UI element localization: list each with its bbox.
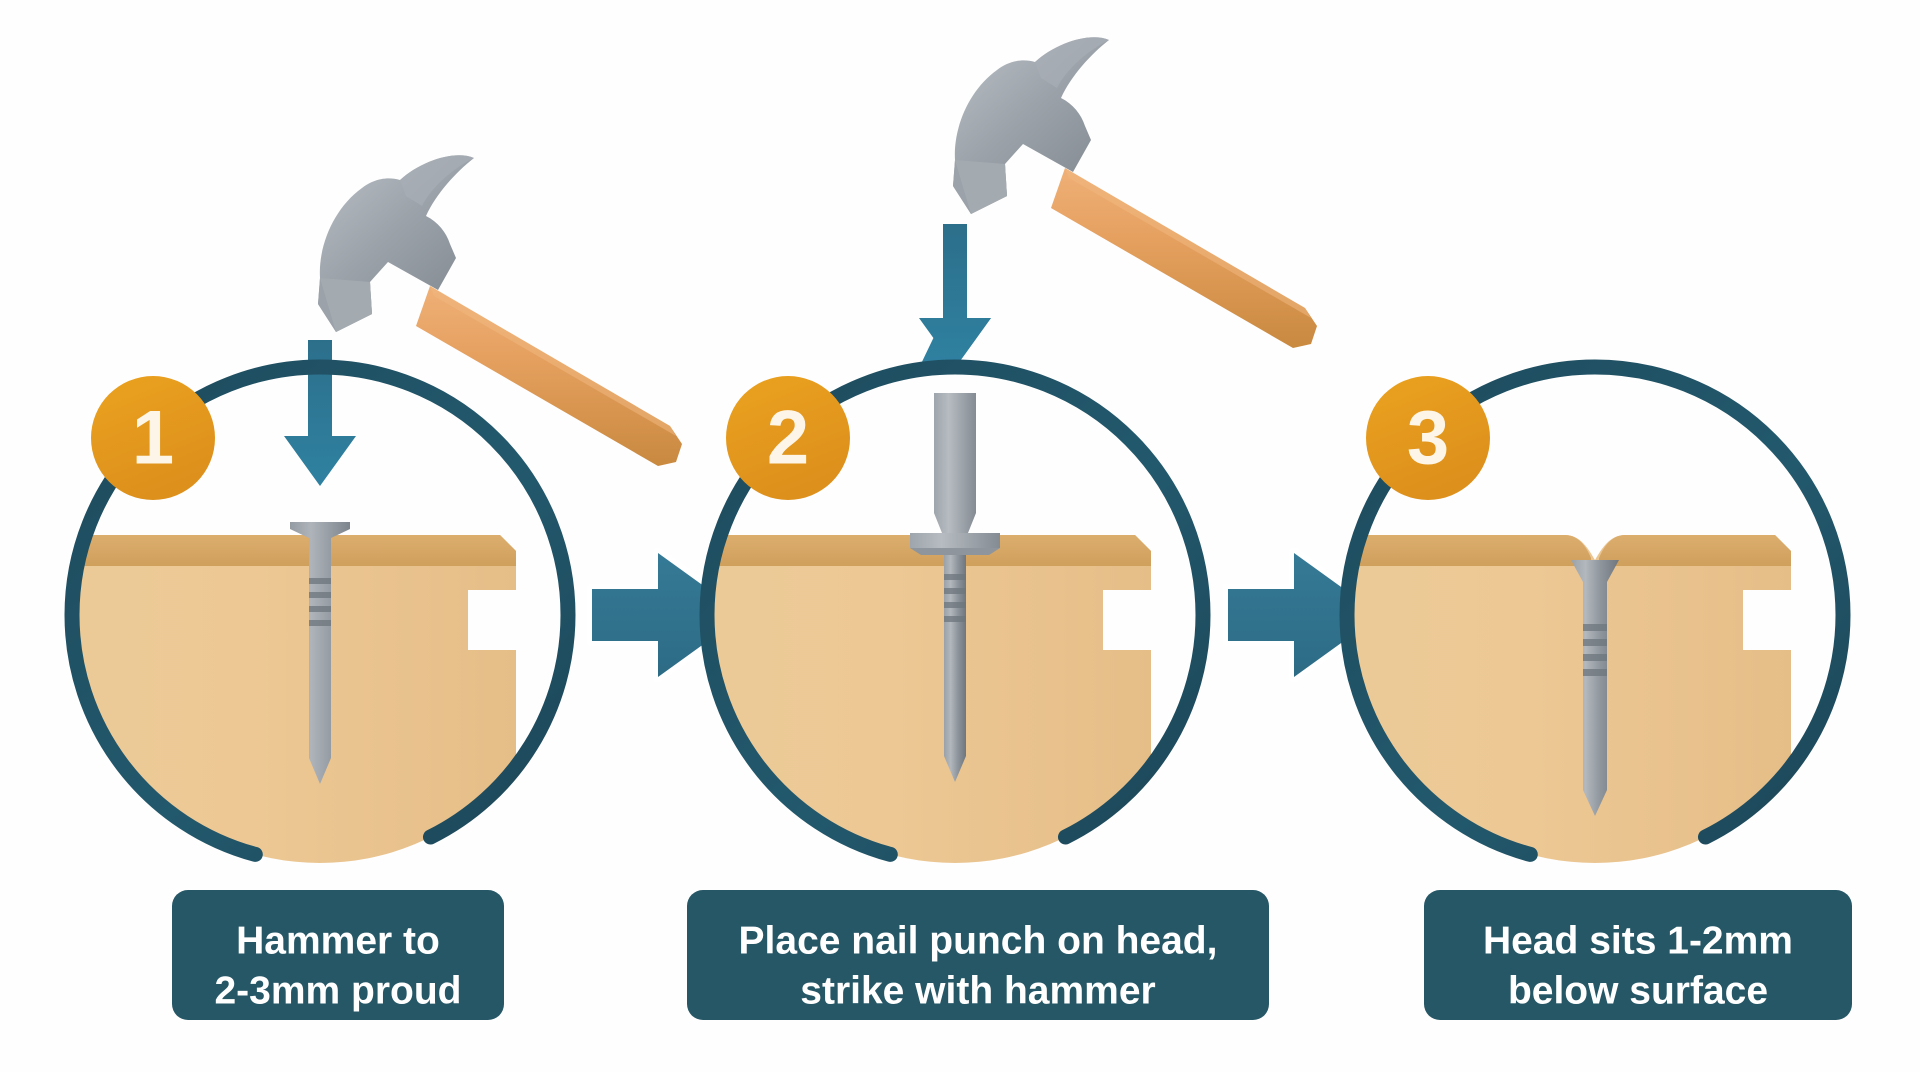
nail-3 — [1571, 560, 1619, 816]
step-2-group: 2 Place nail punch on head, strike with … — [687, 37, 1317, 1020]
nail-punch-icon-2 — [910, 393, 1000, 555]
impact-arrow-2 — [919, 224, 991, 368]
caption-line-3a: Head sits 1-2mm — [1483, 920, 1793, 963]
step-caption-3: Head sits 1-2mm below surface — [1424, 890, 1852, 1020]
wood-block-3 — [1347, 535, 1791, 863]
caption-line-3b: below surface — [1508, 970, 1768, 1013]
step-ring-1 — [64, 359, 576, 871]
wood-block-1 — [72, 535, 516, 863]
step-number-1: 1 — [132, 396, 174, 481]
step-caption-2: Place nail punch on head, strike with ha… — [687, 890, 1269, 1020]
claw-hammer-icon-2 — [953, 37, 1317, 348]
caption-line-1b: 2-3mm proud — [214, 970, 461, 1013]
claw-hammer-icon-1 — [318, 155, 682, 466]
step-number-3: 3 — [1407, 396, 1449, 481]
step-caption-1: Hammer to 2-3mm proud — [172, 890, 504, 1020]
caption-line-1a: Hammer to — [236, 920, 440, 963]
step-ring-2 — [699, 359, 1211, 871]
step-badge-1: 1 — [91, 376, 215, 500]
nail-2 — [944, 538, 966, 782]
step-badge-2: 2 — [726, 376, 850, 500]
step-1-group: 1 Hammer to 2-3mm proud — [64, 155, 682, 1020]
step-3-group: 3 Head sits 1-2mm below surface — [1339, 359, 1852, 1020]
caption-line-2b: strike with hammer — [800, 970, 1155, 1013]
step-badge-3: 3 — [1366, 376, 1490, 500]
impact-arrow-1 — [284, 340, 356, 486]
step-ring-3 — [1339, 359, 1851, 871]
caption-line-2a: Place nail punch on head, — [739, 920, 1218, 963]
wood-block-2 — [707, 535, 1151, 863]
step-number-2: 2 — [767, 396, 809, 481]
